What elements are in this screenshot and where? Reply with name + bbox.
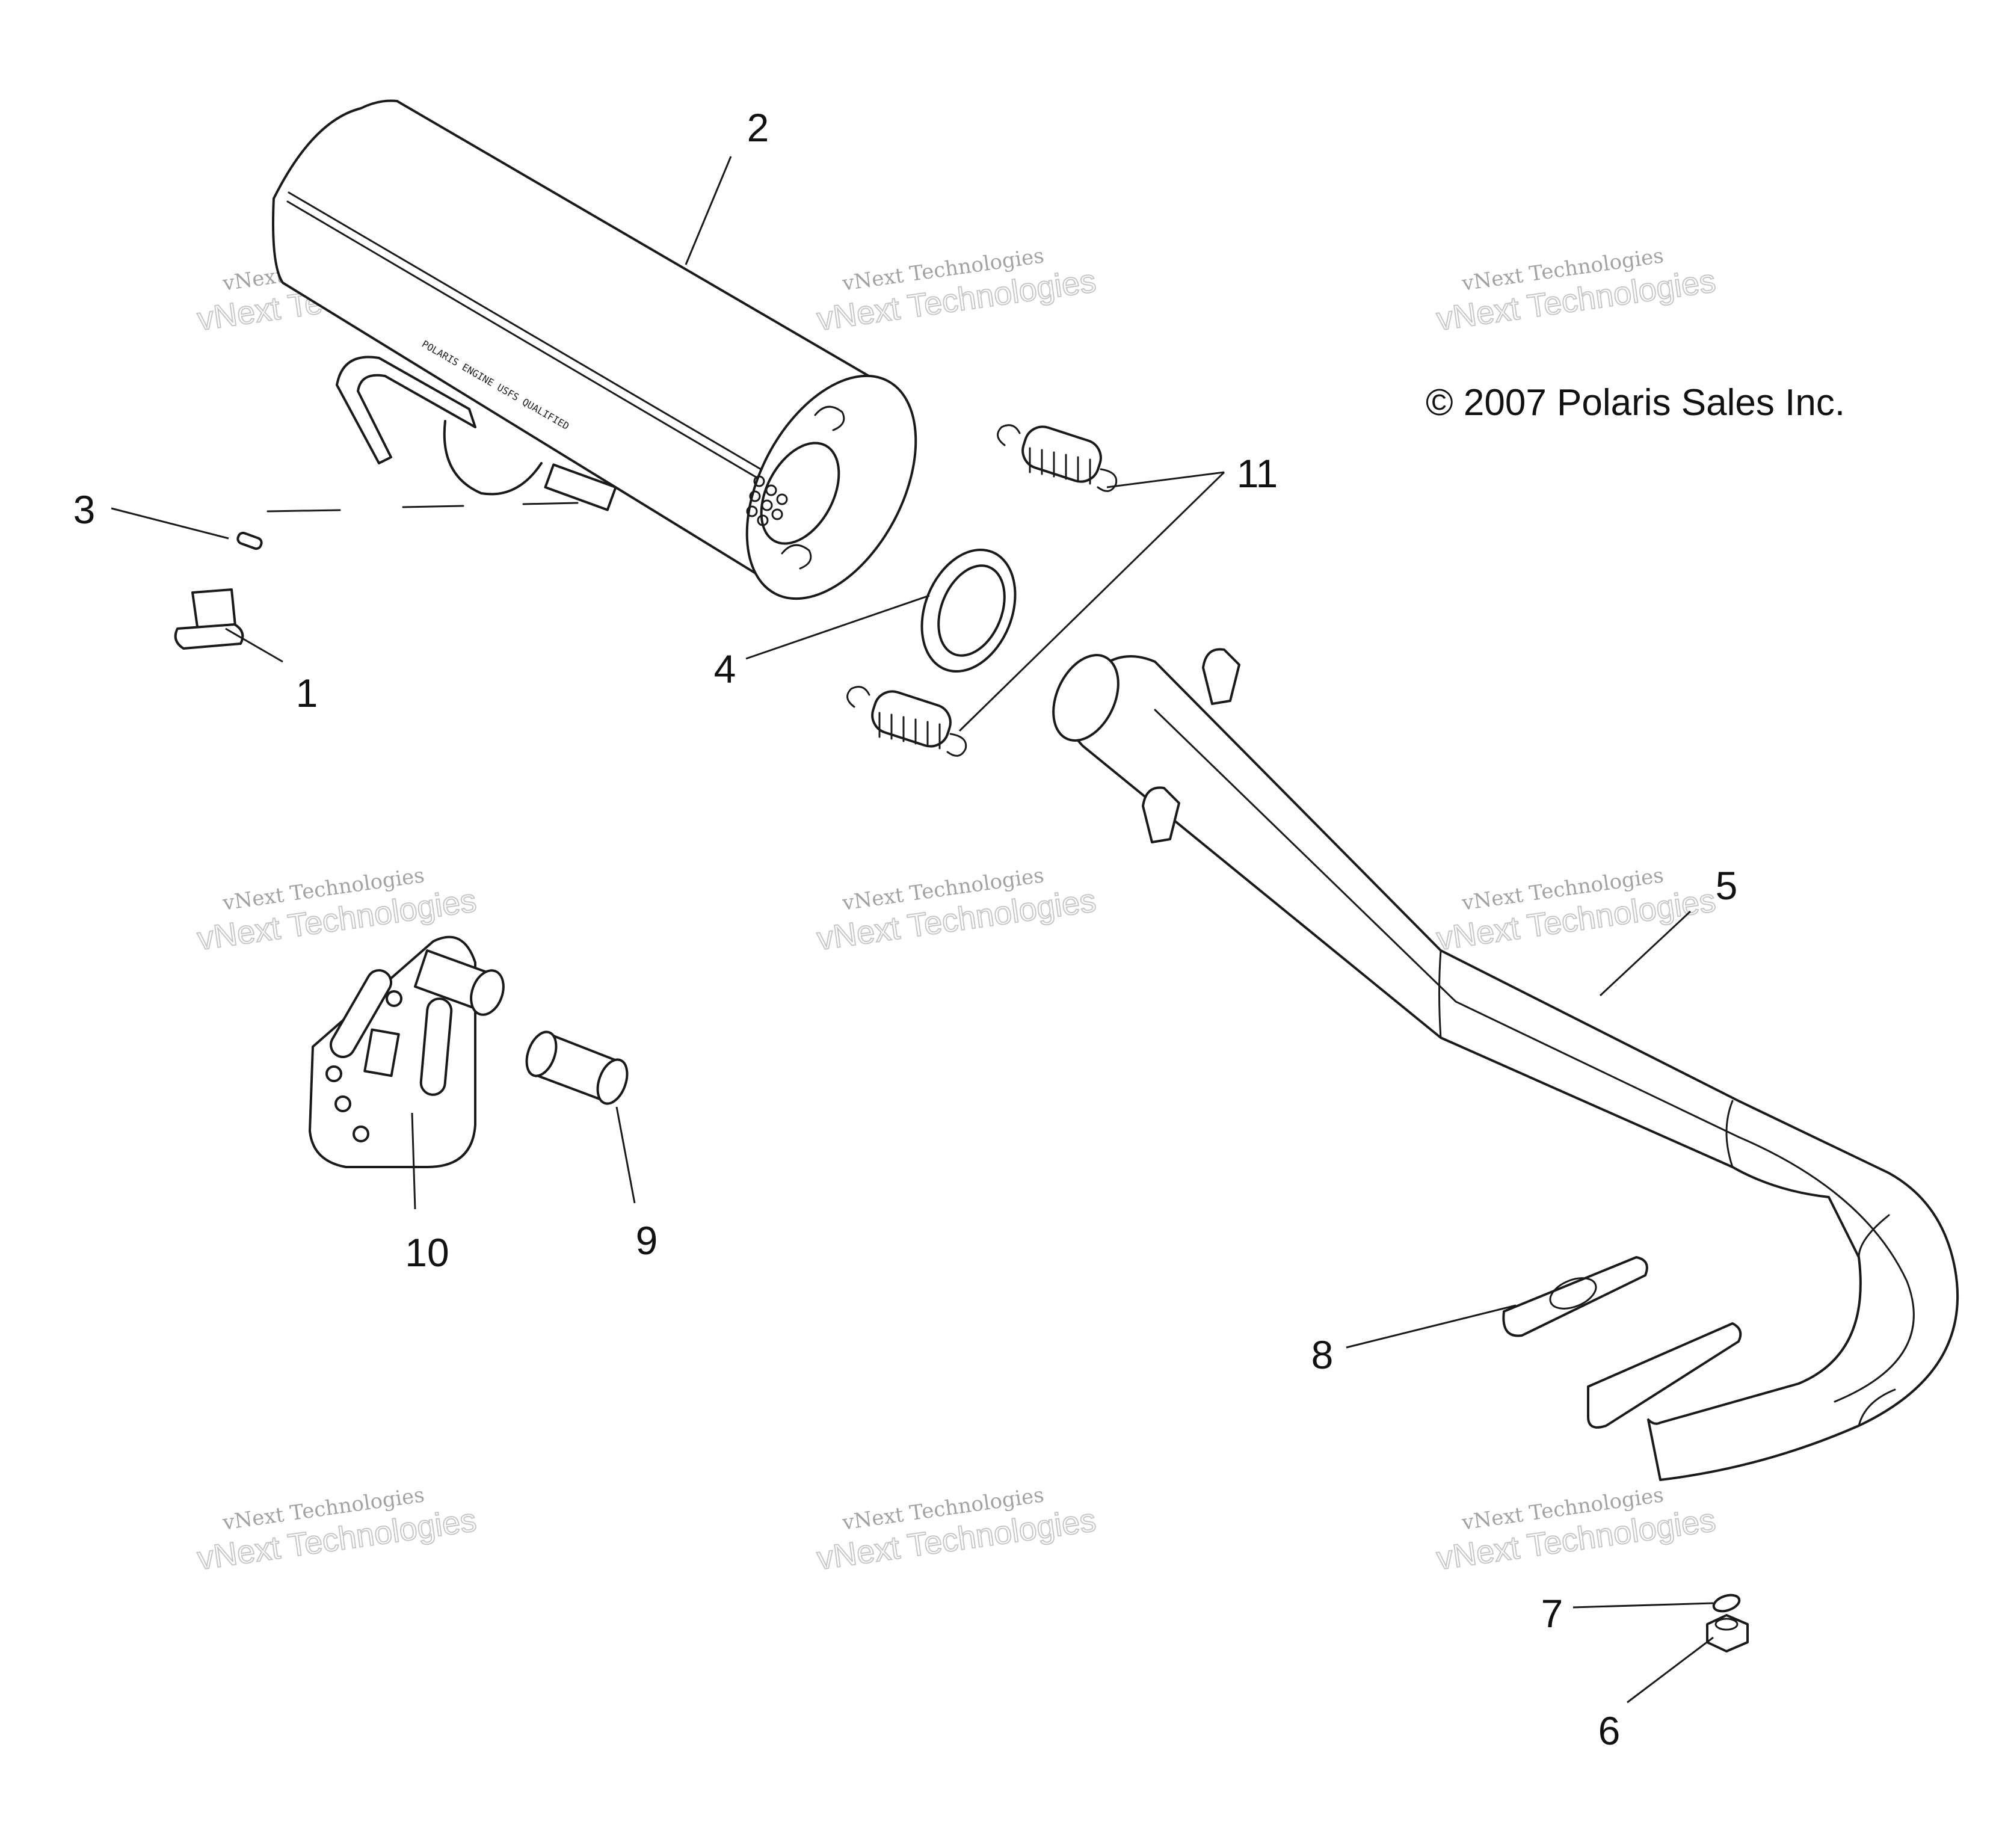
callout-11: 11 <box>1237 451 1278 496</box>
pipe-joint <box>1858 1214 1890 1258</box>
gasket-ring-part <box>920 548 1017 673</box>
bracket-hole <box>353 1126 369 1142</box>
leader-6 <box>1627 1636 1714 1704</box>
muffler-hanger-bracket <box>336 356 476 464</box>
leader-5 <box>1599 910 1692 997</box>
leader-2 <box>685 156 732 265</box>
leader-lines <box>111 156 1714 1704</box>
bracket-hole <box>386 990 402 1007</box>
callout-2: 2 <box>747 105 769 150</box>
muffler-spring-hook <box>814 405 845 431</box>
spring-part-upper <box>997 424 1118 492</box>
watermark: vNext Technologies vNext Technologies <box>1434 1483 1718 1577</box>
watermark: vNext Technologies vNext Technologies <box>1434 863 1718 958</box>
leader-4 <box>745 594 930 660</box>
alignment-dashes <box>266 502 579 513</box>
mount-bracket-part <box>309 935 505 1168</box>
head-pipe-part <box>1052 648 1959 1481</box>
callout-4: 4 <box>714 647 736 691</box>
callout-7: 7 <box>1541 1591 1563 1636</box>
bracket-slot <box>330 969 392 1058</box>
muffler-perforations <box>746 475 788 526</box>
watermark: vNext Technologies vNext Technologies <box>814 244 1098 338</box>
leader-1 <box>225 627 283 663</box>
watermark: vNext Technologies vNext Technologies <box>1434 244 1718 338</box>
pipe-joint <box>1438 949 1442 1039</box>
callout-6: 6 <box>1598 1708 1621 1753</box>
leader-8 <box>1346 1304 1517 1349</box>
muffler-seam-line <box>288 191 813 500</box>
leader-11-upper <box>1106 471 1225 488</box>
callout-3: 3 <box>73 487 96 532</box>
callout-labels: 2 3 1 4 11 5 8 7 6 9 10 <box>73 105 1738 1753</box>
bracket-slot <box>419 997 453 1096</box>
washer-part <box>1712 1594 1741 1613</box>
bracket-cutout <box>363 1028 400 1077</box>
pipe-spring-hook <box>1202 648 1240 705</box>
muffler-seam-line <box>286 200 810 510</box>
pipe-spring-hook <box>1142 786 1180 843</box>
pipe-exhaust-flange <box>1587 1322 1742 1429</box>
muffler-mount-tab <box>544 463 617 511</box>
pipe-centerline <box>1154 709 1915 1403</box>
spacer-part <box>525 1030 629 1105</box>
callout-5: 5 <box>1716 863 1738 908</box>
leader-7 <box>1572 1602 1714 1609</box>
pin-part <box>236 531 263 550</box>
watermarks: vNext Technologies vNext Technologies vN… <box>194 244 1718 1577</box>
leader-9 <box>615 1106 636 1204</box>
muffler-body <box>272 99 886 591</box>
bushing-part <box>174 588 244 650</box>
leader-3 <box>111 507 229 540</box>
bracket-hole <box>334 1095 351 1112</box>
copyright-notice: © 2007 Polaris Sales Inc. <box>1426 382 1845 424</box>
leader-10 <box>411 1112 416 1210</box>
bracket-tube-end <box>470 969 505 1016</box>
pipe-inlet-flange <box>1052 654 1120 742</box>
watermark: vNext Technologies vNext Technologies <box>814 863 1098 958</box>
bracket-hole <box>325 1065 342 1082</box>
muffler-spring-hook <box>781 544 812 570</box>
pipe-joint <box>1725 1100 1734 1168</box>
watermark: vNext Technologies vNext Technologies <box>194 1483 479 1577</box>
spring-part-lower <box>846 686 967 757</box>
callout-8: 8 <box>1311 1332 1334 1377</box>
leader-11-lower <box>958 471 1225 732</box>
pipe-joint <box>1858 1388 1896 1427</box>
nut-part <box>1706 1614 1749 1652</box>
callout-9: 9 <box>636 1218 658 1263</box>
callout-10: 10 <box>405 1230 449 1275</box>
muffler-part: POLARIS ENGINE USFS QUALIFIED <box>272 99 917 600</box>
watermark: vNext Technologies vNext Technologies <box>814 1483 1098 1577</box>
callout-1: 1 <box>296 671 318 715</box>
muffler-hanger-loop <box>443 420 543 496</box>
flange-gasket-part <box>1502 1256 1648 1337</box>
